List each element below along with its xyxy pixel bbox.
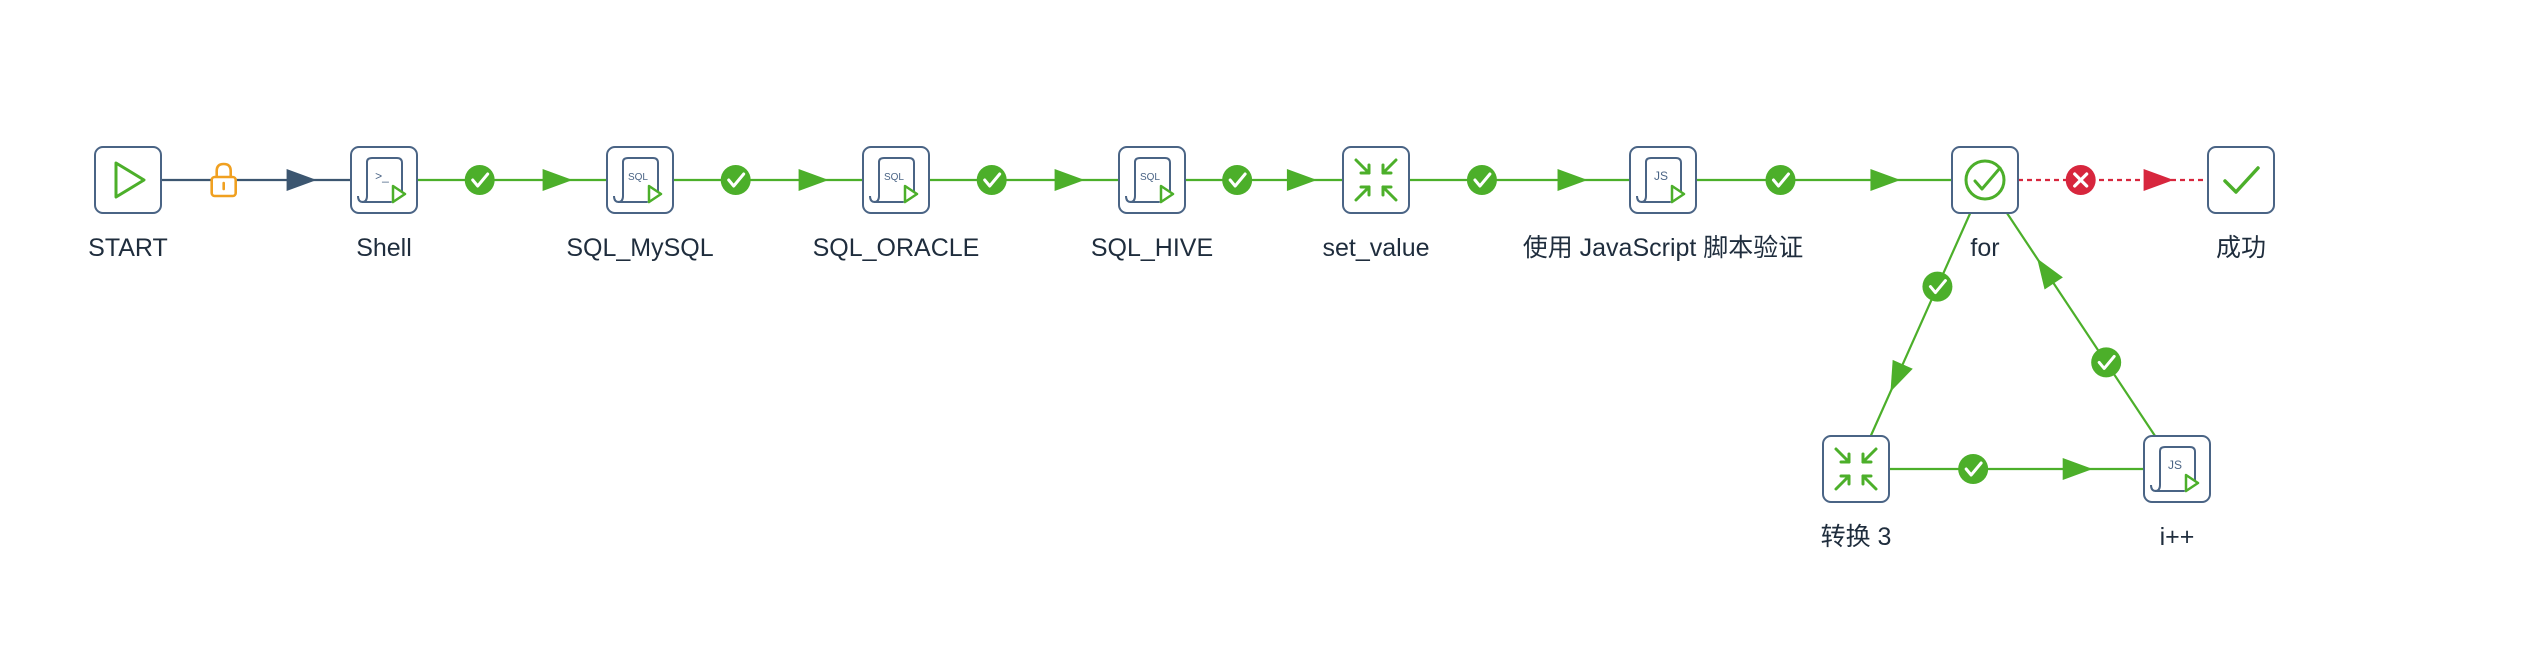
svg-text:SQL: SQL <box>1140 172 1160 183</box>
transform-icon <box>1354 158 1398 202</box>
hop-arrowhead <box>1054 169 1085 191</box>
node-trans3[interactable]: 转换 3 <box>1821 435 1892 551</box>
lock-icon[interactable] <box>210 162 237 198</box>
failure-x-icon[interactable] <box>2065 165 2096 195</box>
svg-text:SQL: SQL <box>884 172 904 183</box>
node-box[interactable] <box>2207 146 2275 214</box>
node-label: SQL_ORACLE <box>813 234 980 262</box>
node-label: 转换 3 <box>1821 523 1892 551</box>
node-label: i++ <box>2160 523 2195 551</box>
node-start[interactable]: START <box>88 146 168 262</box>
node-box[interactable] <box>94 146 162 214</box>
hop-hive-to-setval[interactable] <box>1185 165 1343 195</box>
hop-for-to-success[interactable] <box>2018 165 2208 195</box>
hop-start-to-shell[interactable] <box>161 162 351 198</box>
hop-arrowhead <box>1557 169 1588 191</box>
shell-script-icon: >_ <box>357 157 407 204</box>
sql-script-icon: SQL <box>1125 157 1175 204</box>
node-hive[interactable]: SQL SQL_HIVE <box>1091 146 1213 262</box>
success-check-icon[interactable] <box>1958 454 1989 484</box>
node-inc[interactable]: JS i++ <box>2143 435 2211 551</box>
node-box[interactable] <box>1822 435 1890 503</box>
hop-oracle-to-hive[interactable] <box>929 165 1119 195</box>
hop-arrowhead <box>2062 458 2093 480</box>
hop-arrowhead <box>2143 169 2174 191</box>
success-check-icon[interactable] <box>720 165 751 195</box>
hop-arrowhead <box>286 169 317 191</box>
play-icon <box>114 161 146 199</box>
success-check-icon[interactable] <box>1922 271 1953 302</box>
node-label: SQL_HIVE <box>1091 234 1213 262</box>
hop-trans3-to-inc[interactable] <box>1889 454 2144 484</box>
hop-inc-to-for[interactable] <box>2006 212 2156 437</box>
svg-text:JS: JS <box>2168 458 2182 472</box>
node-label: for <box>1970 234 1999 262</box>
hop-arrowhead <box>542 169 573 191</box>
sql-script-icon: SQL <box>613 157 663 204</box>
node-label: 成功 <box>2216 234 2266 262</box>
transform-icon <box>1834 447 1878 491</box>
node-shell[interactable]: >_ Shell <box>350 146 418 262</box>
check-circle-icon <box>1964 159 2006 201</box>
success-check-icon[interactable] <box>1466 165 1497 195</box>
sql-script-icon: SQL <box>869 157 919 204</box>
js-script-icon: JS <box>2150 446 2200 493</box>
hop-shell-to-mysql[interactable] <box>417 165 607 195</box>
node-js[interactable]: JS 使用 JavaScript 脚本验证 <box>1523 146 1804 262</box>
node-box[interactable] <box>1342 146 1410 214</box>
svg-text:>_: >_ <box>375 169 389 183</box>
js-script-icon: JS <box>1636 157 1686 204</box>
hop-for-to-trans3[interactable] <box>1869 212 1972 437</box>
success-check-icon[interactable] <box>2091 347 2122 378</box>
node-box[interactable] <box>1951 146 2019 214</box>
node-success[interactable]: 成功 <box>2207 146 2275 262</box>
success-check-icon[interactable] <box>1222 165 1253 195</box>
hop-js-to-for[interactable] <box>1696 165 1952 195</box>
node-mysql[interactable]: SQL SQL_MySQL <box>566 146 714 262</box>
hop-line[interactable] <box>1869 212 1972 437</box>
node-setval[interactable]: set_value <box>1322 146 1430 262</box>
hop-arrowhead <box>1286 169 1317 191</box>
success-check-icon[interactable] <box>464 165 495 195</box>
hop-line[interactable] <box>2006 212 2156 437</box>
success-check-icon[interactable] <box>1765 165 1796 195</box>
node-for[interactable]: for <box>1951 146 2019 262</box>
svg-text:JS: JS <box>1654 169 1668 183</box>
hop-arrowhead <box>1870 169 1901 191</box>
node-label: SQL_MySQL <box>566 234 713 262</box>
node-label: Shell <box>356 234 412 262</box>
success-check-icon[interactable] <box>976 165 1007 195</box>
hops-layer <box>161 162 2208 484</box>
node-label: set_value <box>1322 234 1429 262</box>
node-label: 使用 JavaScript 脚本验证 <box>1523 234 1804 262</box>
hop-arrowhead <box>798 169 829 191</box>
nodes-layer: START>_ShellSQLSQL_MySQLSQLSQL_ORACLESQL… <box>88 146 2275 551</box>
svg-text:SQL: SQL <box>628 172 648 183</box>
checkmark-icon <box>2223 166 2260 194</box>
node-oracle[interactable]: SQL SQL_ORACLE <box>813 146 980 262</box>
hop-arrowhead <box>1890 359 1913 392</box>
node-label: START <box>88 234 168 262</box>
hop-setval-to-js[interactable] <box>1409 165 1630 195</box>
hop-mysql-to-oracle[interactable] <box>673 165 863 195</box>
hop-arrowhead <box>2037 258 2063 290</box>
